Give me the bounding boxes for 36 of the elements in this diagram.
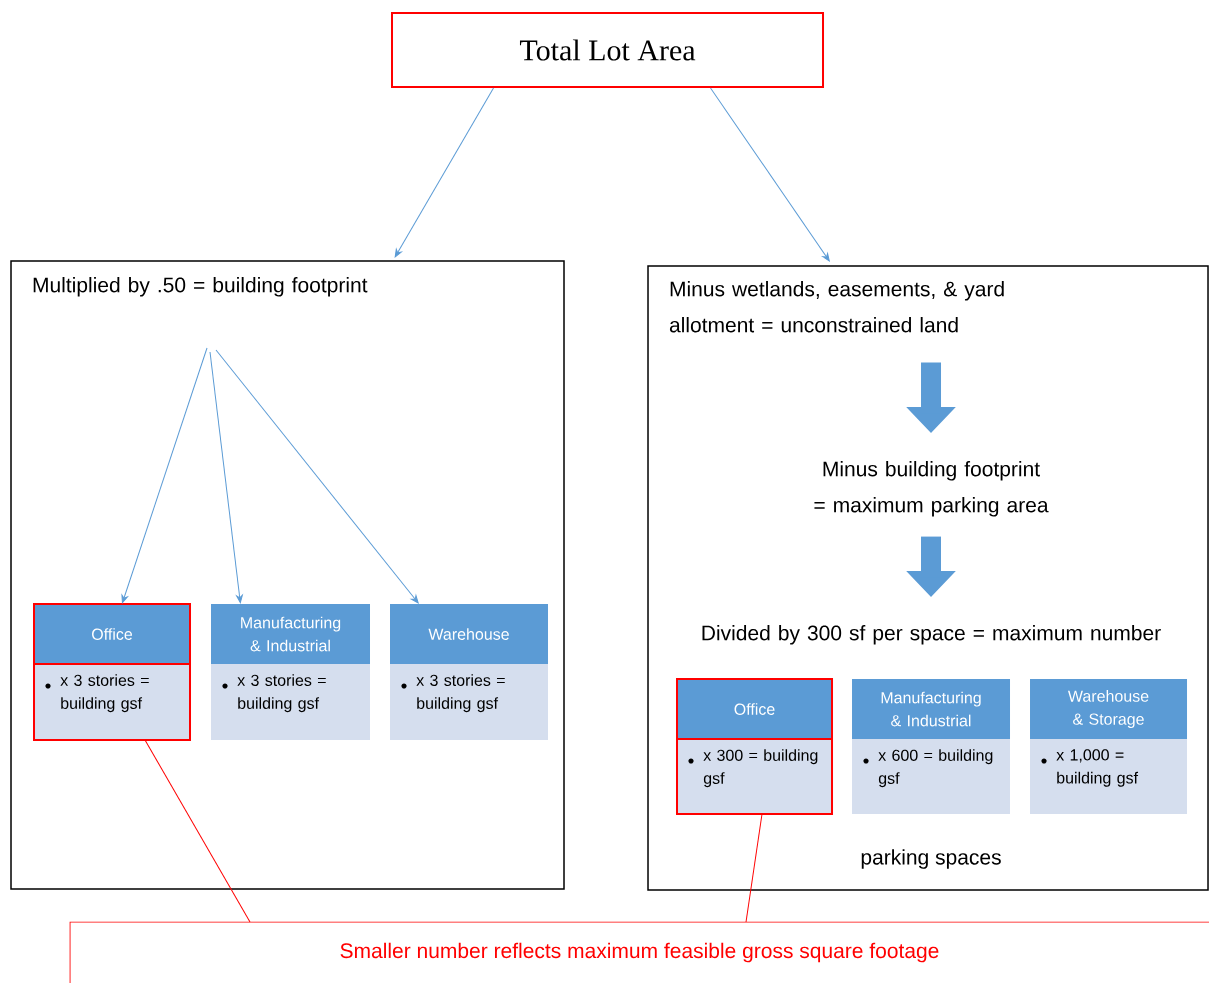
arrow [710,87,830,262]
category-card [1030,679,1187,814]
card-heading: Manufacturing & Industrial [881,691,981,727]
card-heading: Office [734,703,775,715]
arrow [121,347,208,604]
bullet-text: x 3 stories = building gsf [416,674,505,713]
step-text: Multiplied by .50 = building footprint [33,277,368,297]
note-text: Smaller number reflects maximum feasible gross square footage [340,942,939,963]
bullet-text: x 300 = building gsf [703,749,818,788]
title-box [391,12,824,88]
bullet-text: x 1,000 = building gsf [1056,749,1139,787]
title-text: Total Lot Area [520,39,696,61]
arrow [394,87,494,258]
category-card [390,604,548,740]
bullet-text: x 600 = building gsf [878,749,993,788]
category-card [676,678,833,815]
card-heading: Office [92,628,133,640]
panel-box [10,260,565,890]
arrow [209,351,243,604]
card-heading: Warehouse [428,628,509,640]
category-card [211,604,370,740]
panel-box [647,265,1209,891]
step-text: parking spaces [861,849,1001,869]
leader-line [144,739,251,923]
bullet-text: x 3 stories = building gsf [60,674,149,713]
card-heading: Warehouse & Storage [1067,690,1149,728]
note-bracket [69,921,1209,983]
step-text: Minus wetlands, easements, & yard allotment = unconstrained land [669,281,1004,333]
bullet-text: x 3 stories = building gsf [237,674,326,713]
step-text: Divided by 300 sf per space = maximum number [702,625,1161,645]
arrow [215,349,419,604]
card-heading: Manufacturing & Industrial [241,616,341,652]
step-text: Minus building footprint = maximum parking area [814,461,1049,517]
category-card [33,603,191,741]
leader-line [745,813,763,923]
category-card [852,679,1010,814]
